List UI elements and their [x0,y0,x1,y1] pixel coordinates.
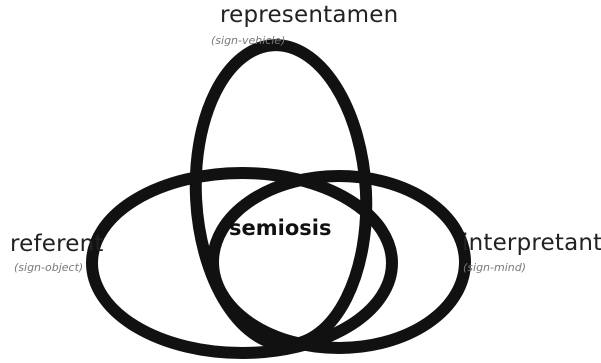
sign-object-gloss: (sign-object) [14,261,84,274]
interpretant-label: interpretant [462,230,601,256]
sign-vehicle-gloss: (sign-vehicle) [211,34,286,47]
knot-loops [86,39,471,359]
semiosis-label: semiosis [229,216,332,240]
right-loop [207,170,471,354]
representamen-label: representamen [220,2,399,28]
referent-label: referent [10,231,104,257]
left-loop [86,167,398,359]
sign-mind-gloss: (sign-mind) [463,261,527,274]
